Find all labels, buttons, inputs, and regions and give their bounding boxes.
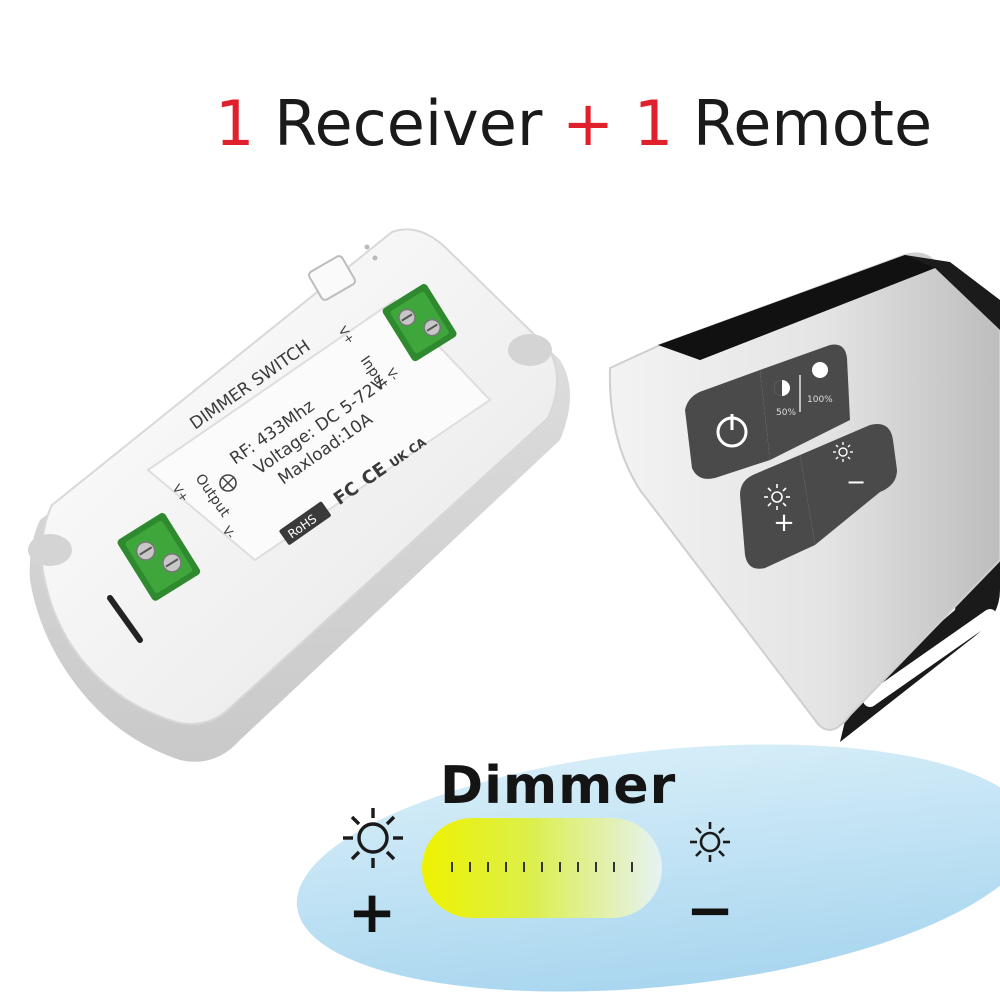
input-terminal-block (382, 283, 457, 362)
dimmer-minus: − (686, 876, 735, 944)
sun-icon (764, 484, 790, 510)
brightness-up-symbol: + (773, 508, 795, 538)
receiver-unit: DIMMER SWITCH RF: 433Mhz Voltage: DC 5-7… (28, 228, 570, 762)
dimmer-graphic: + − (296, 744, 1000, 992)
remote-power-button[interactable] (685, 370, 770, 479)
dimmer-ticks (451, 862, 633, 872)
remote-brightness-up-button[interactable]: + (740, 455, 815, 569)
sun-icon (833, 442, 853, 462)
remote-preset-button[interactable]: 50% 100% (760, 344, 850, 460)
headline-plus: + (562, 87, 615, 160)
preset-100-label: 100% (807, 395, 833, 405)
preset-50-label: 50% (776, 408, 796, 418)
headline-receiver-count: 1 (215, 87, 255, 160)
headline-remote-count: 1 (614, 87, 674, 160)
lamp-icon (219, 474, 237, 492)
output-terminal-block (117, 513, 201, 601)
headline-remote-text: Remote (673, 87, 933, 160)
headline: 1 Receiver + 1 Remote (0, 84, 1000, 164)
remote-control: 50% 100% + − (608, 252, 1000, 742)
receiver-learn-button[interactable] (308, 255, 357, 302)
sun-icon (690, 822, 730, 862)
dimmer-title: Dimmer (440, 756, 677, 816)
brightness-down-symbol: − (846, 468, 866, 496)
sun-icon (343, 808, 403, 868)
headline-receiver-text: Receiver (254, 87, 563, 160)
remote-brightness-down-button[interactable]: − (800, 424, 897, 545)
dimmer-plus: + (348, 878, 397, 946)
